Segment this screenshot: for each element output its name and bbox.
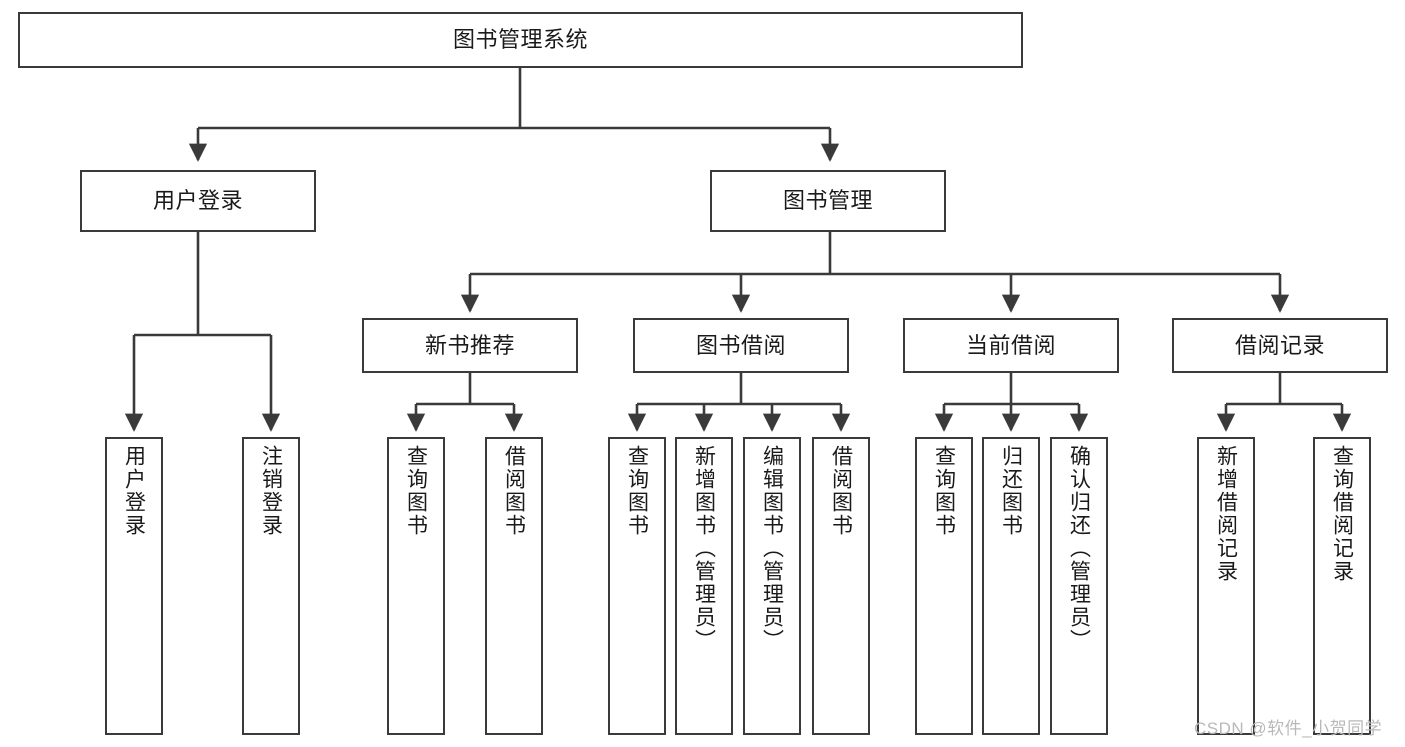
node-leaf-user-login-label: 用户登录 [122,445,146,537]
node-leaf-query-book-rec[interactable]: 查询图书 [387,437,445,735]
node-leaf-borrow-book[interactable]: 借阅图书 [812,437,870,735]
node-leaf-borrow-book-label: 借阅图书 [829,445,853,537]
node-new-book-recommend-label: 新书推荐 [424,332,515,358]
node-leaf-query-borrow-record[interactable]: 查询借阅记录 [1313,437,1371,735]
node-borrow-records[interactable]: 借阅记录 [1172,318,1388,373]
node-borrow-records-label: 借阅记录 [1234,332,1325,358]
node-leaf-query-book-current-label: 查询图书 [932,445,956,537]
node-leaf-add-borrow-record-label: 新增借阅记录 [1214,445,1238,583]
node-user-login[interactable]: 用户登录 [80,170,316,232]
node-leaf-query-book-current[interactable]: 查询图书 [915,437,973,735]
node-leaf-borrow-book-rec-label: 借阅图书 [502,445,526,537]
node-leaf-logout-label: 注销登录 [259,445,283,537]
node-leaf-return-book-label: 归还图书 [999,445,1023,537]
node-leaf-add-book-admin-label: 新增图书（管理员） [692,445,716,652]
node-leaf-query-book-rec-label: 查询图书 [404,445,428,537]
node-leaf-query-book-borrow[interactable]: 查询图书 [608,437,666,735]
node-current-borrow[interactable]: 当前借阅 [903,318,1119,373]
node-new-book-recommend[interactable]: 新书推荐 [362,318,578,373]
node-leaf-add-book-admin[interactable]: 新增图书（管理员） [675,437,733,735]
node-leaf-add-borrow-record[interactable]: 新增借阅记录 [1197,437,1255,735]
node-root[interactable]: 图书管理系统 [18,12,1023,68]
csdn-watermark: CSDN @软件_小贺同学 [1194,719,1383,738]
node-leaf-logout[interactable]: 注销登录 [242,437,300,735]
node-book-management-label: 图书管理 [782,188,873,214]
node-leaf-query-borrow-record-label: 查询借阅记录 [1330,445,1354,583]
node-leaf-user-login[interactable]: 用户登录 [105,437,163,735]
node-user-login-label: 用户登录 [152,188,243,214]
node-book-management[interactable]: 图书管理 [710,170,946,232]
node-book-borrow[interactable]: 图书借阅 [633,318,849,373]
node-book-borrow-label: 图书借阅 [695,332,786,358]
node-leaf-edit-book-admin-label: 编辑图书（管理员） [760,445,784,652]
node-root-label: 图书管理系统 [452,27,588,53]
node-leaf-confirm-return-admin[interactable]: 确认归还（管理员） [1050,437,1108,735]
node-leaf-return-book[interactable]: 归还图书 [982,437,1040,735]
node-leaf-borrow-book-rec[interactable]: 借阅图书 [485,437,543,735]
node-leaf-edit-book-admin[interactable]: 编辑图书（管理员） [743,437,801,735]
node-leaf-confirm-return-admin-label: 确认归还（管理员） [1067,445,1091,652]
node-current-borrow-label: 当前借阅 [965,332,1056,358]
node-leaf-query-book-borrow-label: 查询图书 [625,445,649,537]
